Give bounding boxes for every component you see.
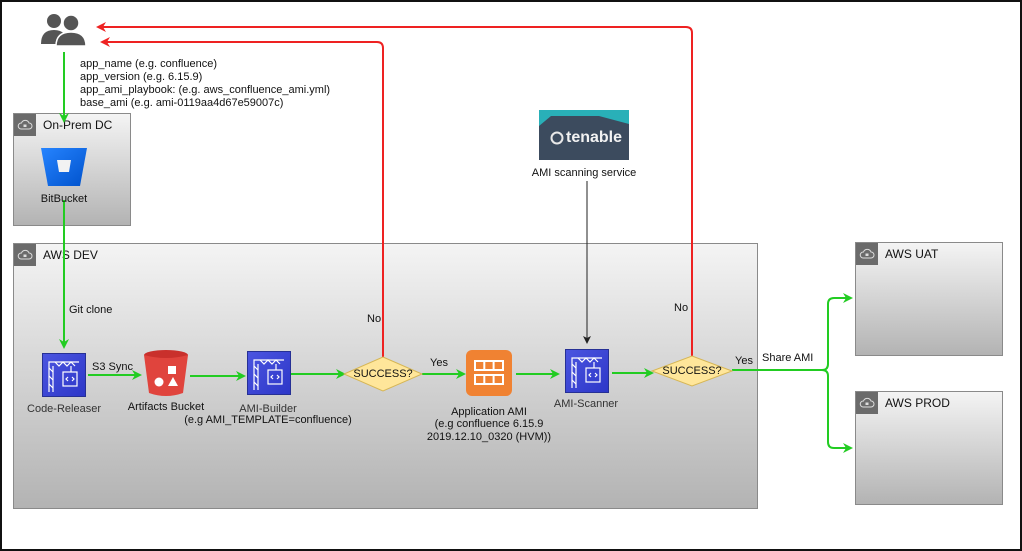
decision-label-1: SUCCESS? [353, 368, 413, 380]
s3-bucket-icon[interactable] [143, 349, 189, 397]
ami-icon[interactable] [466, 350, 512, 396]
node-label-ami-scanner: AMI-Scanner [553, 398, 619, 410]
decision-success-1[interactable] [342, 356, 424, 392]
node-label-ami-builder: AMI-Builder [239, 403, 297, 415]
node-label-tenable: AMI scanning service [531, 167, 637, 179]
node-sublabel-application-ami-1: (e.g confluence 6.15.9 [434, 418, 544, 430]
param-app-ami-playbook: app_ami_playbook: (e.g. aws_confluence_a… [80, 84, 331, 96]
node-sublabel-ami-builder: (e.g AMI_TEMPLATE=confluence) [184, 414, 352, 426]
param-app-name: app_name (e.g. confluence) [80, 58, 217, 70]
edge-no1[interactable] [100, 37, 384, 358]
node-label-application-ami: Application AMI [451, 406, 527, 418]
cloud-lock-icon [856, 392, 878, 414]
bitbucket-icon[interactable] [41, 148, 87, 186]
code-releaser-icon[interactable] [42, 353, 86, 397]
cloud-lock-icon [14, 244, 36, 266]
decision-success-2[interactable] [650, 355, 734, 387]
decision-label-2: SUCCESS? [662, 365, 722, 377]
node-sublabel-application-ami-2: 2019.12.10_0320 (HVM)) [426, 431, 552, 443]
edge-share-prod[interactable] [821, 369, 853, 453]
cloud-lock-icon [14, 114, 36, 136]
edge-label-no-2: No [674, 302, 689, 314]
ami-builder-icon[interactable] [247, 351, 291, 395]
edge-label-share-ami: Share AMI [762, 352, 814, 364]
edge-label-yes-2: Yes [735, 355, 753, 367]
group-aws-prod[interactable]: AWS PROD [855, 391, 1003, 505]
edge-label-s3-sync: S3 Sync [92, 361, 133, 373]
edge-no2[interactable] [96, 22, 693, 357]
ami-scanner-icon[interactable] [565, 349, 609, 393]
tenable-logo-text: tenable [566, 129, 623, 146]
edge-label-git-clone: Git clone [69, 304, 113, 316]
node-label-bitbucket: BitBucket [40, 193, 88, 205]
group-aws-uat[interactable]: AWS UAT [855, 242, 1003, 356]
group-title: AWS PROD [885, 396, 950, 410]
group-title: AWS DEV [43, 248, 98, 262]
param-app-version: app_version (e.g. 6.15.9) [80, 71, 203, 83]
cloud-lock-icon [856, 243, 878, 265]
edge-label-no-1: No [367, 313, 382, 325]
node-label-code-releaser: Code-Releaser [27, 403, 101, 415]
edge-label-yes-1: Yes [430, 357, 448, 369]
users-icon[interactable] [40, 12, 88, 47]
tenable-logo[interactable]: tenable [539, 110, 629, 160]
group-title: AWS UAT [885, 247, 939, 261]
param-base-ami: base_ami (e.g. ami-0119aa4d67e59007c) [80, 97, 284, 109]
node-label-artifacts-bucket: Artifacts Bucket [127, 401, 205, 413]
